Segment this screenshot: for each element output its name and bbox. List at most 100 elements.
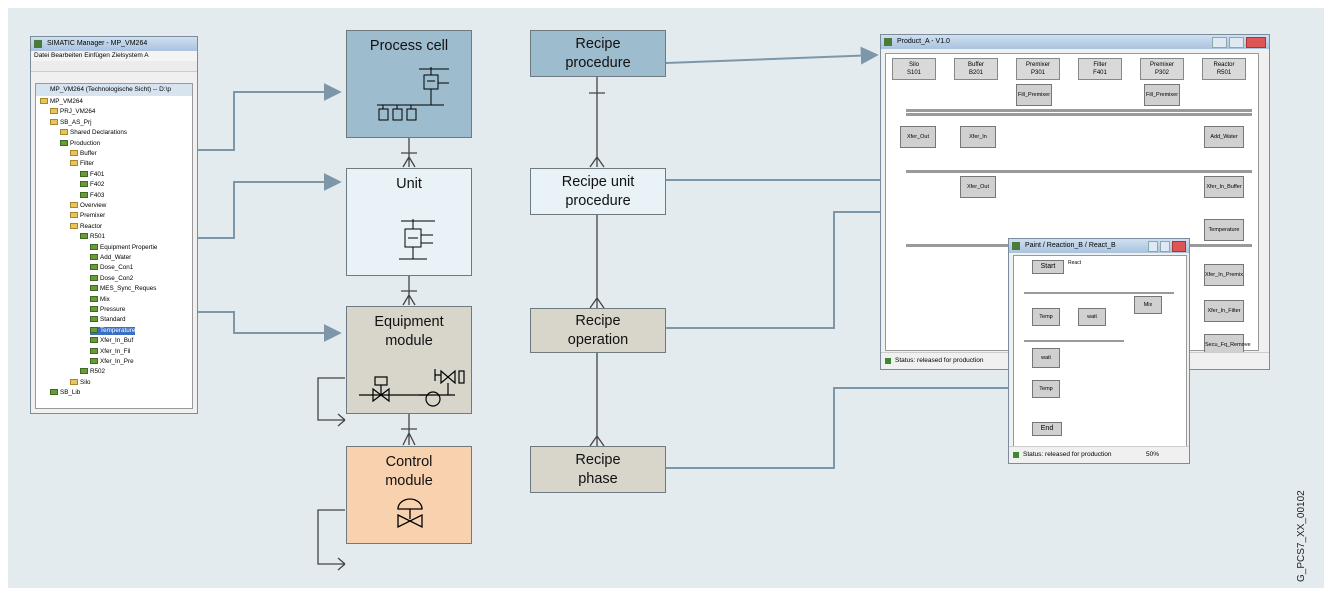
tree-item[interactable]: SB_AS_Prj — [50, 118, 92, 127]
object-icon — [90, 274, 98, 281]
folder-icon — [50, 118, 58, 125]
tree-item[interactable]: Reactor — [70, 222, 103, 231]
tree-item[interactable]: Shared Declarations — [60, 129, 127, 137]
object-icon — [90, 358, 98, 364]
reaction-sfc-pane: Start React Temp wait Mix wait Temp End — [1013, 255, 1187, 447]
tree-item[interactable]: F403 — [80, 191, 105, 200]
minimize-icon[interactable] — [1148, 241, 1158, 252]
tree-item[interactable]: Xfer_In_Pre — [90, 358, 134, 366]
tree-item-label: Equipment Propertie — [100, 243, 158, 251]
wait-step-2[interactable]: wait — [1032, 348, 1060, 368]
close-icon[interactable] — [1246, 37, 1266, 48]
tree-item[interactable]: Add_Water — [90, 254, 131, 262]
object-icon — [80, 170, 88, 177]
tree-item[interactable]: Overview — [70, 202, 106, 210]
tree-item[interactable]: MP_VM264 — [40, 98, 83, 106]
step-fill-premixer-2[interactable]: Fill_Premixer — [1144, 84, 1180, 106]
tree-item[interactable]: Pressure — [90, 306, 125, 314]
unit-label: Unit — [396, 176, 422, 192]
tree-item-label: F403 — [90, 191, 105, 199]
reaction-title: Paint / Reaction_B / React_B — [1025, 242, 1116, 249]
tree-item[interactable]: Temperature — [90, 326, 136, 335]
recipe-phase-label-1: Recipe — [575, 452, 621, 468]
tree-item[interactable]: SB_Lib — [50, 389, 80, 397]
object-icon — [90, 295, 98, 302]
tree-item-label: Silo — [80, 378, 91, 386]
object-icon — [80, 191, 88, 198]
tree-item[interactable]: Mix — [90, 295, 110, 304]
object-icon — [90, 264, 98, 271]
tree-item[interactable]: Standard — [90, 316, 126, 324]
tree-item-label: R502 — [90, 368, 106, 376]
start-step[interactable]: Start — [1032, 260, 1064, 274]
minimize-icon[interactable] — [1212, 37, 1227, 48]
temp-step-2[interactable]: Temp — [1032, 380, 1060, 398]
mix-step[interactable]: Mix — [1134, 296, 1162, 314]
maximize-icon[interactable] — [1160, 241, 1170, 252]
folder-icon — [70, 202, 78, 208]
tree-item[interactable]: Silo — [70, 378, 91, 387]
tree-item[interactable]: Filter — [70, 160, 94, 168]
tree-item-label: MP_VM264 — [50, 98, 83, 105]
folder-icon — [70, 160, 78, 167]
wait-step-1[interactable]: wait — [1078, 308, 1106, 326]
tree-item[interactable]: Buffer — [70, 150, 97, 158]
tree-item[interactable]: R501 — [80, 233, 105, 241]
tree-item[interactable]: F401 — [80, 170, 105, 179]
unit-header-id: S101 — [906, 70, 921, 76]
tree-item[interactable]: Dose_Con1 — [90, 264, 133, 272]
simatic-manager-window: SIMATIC Manager - MP_VM264 Datei Bearbei… — [30, 36, 198, 414]
tree-item[interactable]: F402 — [80, 181, 104, 189]
maximize-icon[interactable] — [1229, 37, 1244, 48]
tree-item[interactable]: Dose_Con2 — [90, 274, 133, 283]
close-icon[interactable] — [1172, 241, 1186, 252]
tree-item[interactable]: PRJ_VM264 — [50, 108, 95, 116]
step-xfer-in-buffer[interactable]: Xfer_In_Buffer — [1204, 176, 1244, 198]
tree-item-label: Add_Water — [100, 254, 132, 261]
tree-item-label: Reactor — [80, 222, 103, 230]
connector-unitproc-operation — [589, 215, 605, 309]
step-xfer-in[interactable]: Xfer_In — [960, 126, 996, 148]
tree-item-label: Buffer — [80, 150, 97, 157]
step-xfer-in-filter[interactable]: Xfer_In_Filter — [1204, 300, 1244, 322]
tree-item[interactable]: Xfer_In_Buf — [90, 337, 133, 345]
step-xfer-in-premix[interactable]: Xfer_In_Premix — [1204, 264, 1244, 286]
simatic-menu-bar[interactable]: Datei Bearbeiten Einfügen Zielsystem A — [31, 51, 197, 61]
tree-item[interactable]: Equipment Propertie — [90, 243, 158, 252]
zoom-level[interactable]: 50% — [1145, 451, 1159, 458]
step-xfer-out-2[interactable]: Xfer_Out — [960, 176, 996, 198]
tree-item[interactable]: MES_Sync_Reques — [90, 285, 156, 293]
tree-item-label: MES_Sync_Reques — [100, 285, 157, 293]
step-xfer-out-1[interactable]: Xfer_Out — [900, 126, 936, 148]
tree-item-label: F401 — [90, 170, 105, 178]
step-fill-premixer-1[interactable]: Fill_Premixer — [1016, 84, 1052, 106]
end-step[interactable]: End — [1032, 422, 1062, 436]
object-icon — [90, 306, 98, 312]
sync-bar-1b — [906, 113, 1252, 116]
step-add-water[interactable]: Add_Water — [1204, 126, 1244, 148]
tree-item[interactable]: R502 — [80, 368, 105, 376]
control-module-label-1: Control — [385, 454, 433, 470]
reaction-title-bar: Paint / Reaction_B / React_B — [1009, 239, 1189, 253]
self-loop-control — [317, 509, 346, 571]
figure-code: G_PCS7_XX_00102 — [1296, 490, 1307, 582]
unit-header-name: Filter — [1093, 62, 1107, 68]
tree-item[interactable]: Premixer — [70, 212, 105, 220]
unit-header-id: B201 — [968, 70, 983, 76]
unit-header-name: Reactor — [1213, 62, 1235, 68]
unit-header-id: F401 — [1093, 70, 1107, 76]
arrow-phase-to-temp-step — [666, 379, 1034, 469]
simatic-toolbar[interactable] — [31, 61, 197, 72]
step-temperature[interactable]: Temperature — [1204, 219, 1244, 241]
self-loop-equipment — [317, 377, 346, 427]
folder-icon — [70, 150, 78, 156]
tree-item[interactable]: Production — [60, 139, 100, 148]
tree-item[interactable]: Xfer_In_Fil — [90, 347, 130, 356]
temp-step-1[interactable]: Temp — [1032, 308, 1060, 326]
